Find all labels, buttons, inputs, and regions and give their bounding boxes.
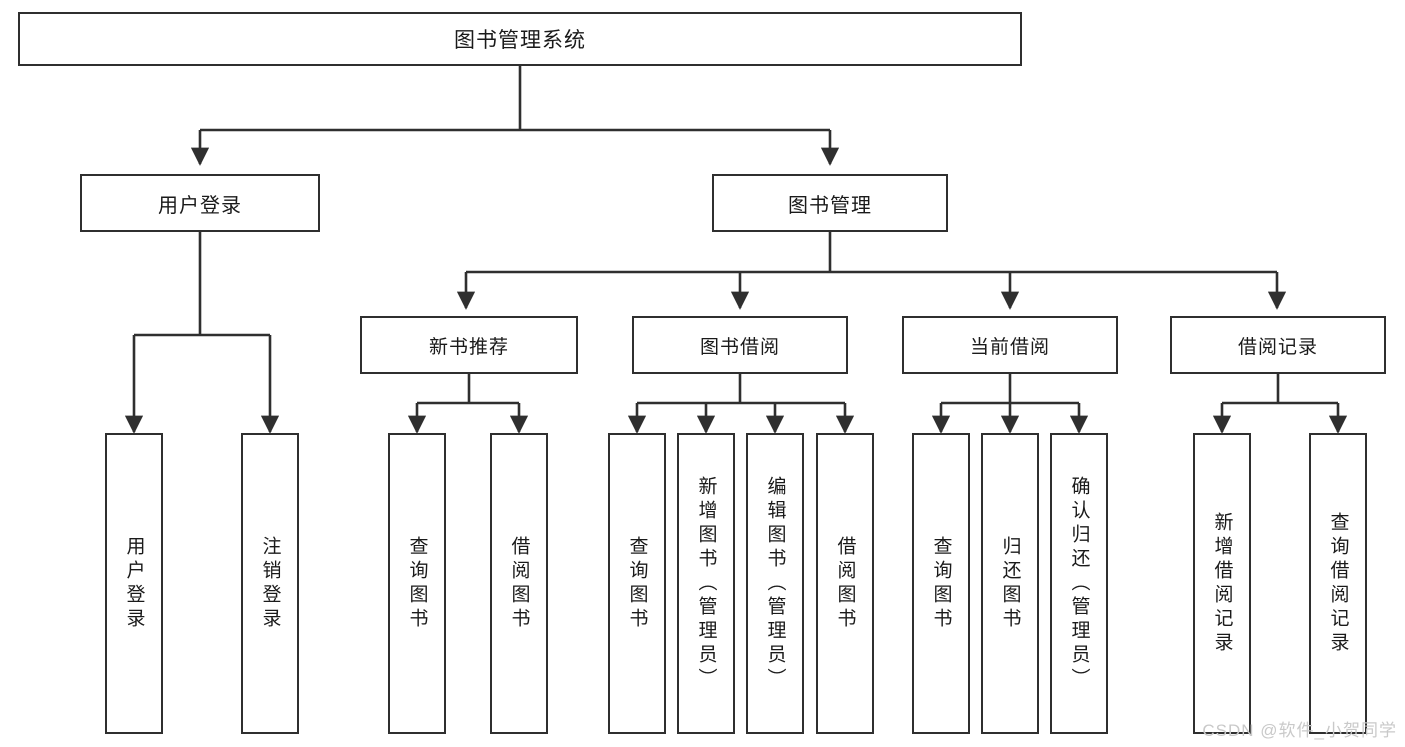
leaf-current-query-book[interactable]: 查询图书 [912,433,970,734]
csdn-watermark: CSDN @软件_小贺同学 [1202,721,1397,740]
node-book-borrow[interactable]: 图书借阅 [632,316,848,374]
node-root-system[interactable]: 图书管理系统 [18,12,1022,66]
node-user-login[interactable]: 用户登录 [80,174,320,232]
node-label: 归还图书 [999,535,1021,632]
leaf-current-confirm-return-admin[interactable]: 确认归还（管理员） [1050,433,1108,734]
node-label: 查询图书 [626,535,648,632]
node-label: 新书推荐 [428,336,509,358]
node-label: 借阅图书 [834,535,856,632]
node-label: 编辑图书（管理员） [764,475,786,692]
node-label: 注销登录 [259,535,281,632]
leaf-borrow-borrow-book[interactable]: 借阅图书 [816,433,874,734]
node-label: 借阅记录 [1237,336,1318,358]
node-label: 查询图书 [406,535,428,632]
node-label: 确认归还（管理员） [1068,475,1090,692]
node-label: 图书借阅 [699,336,780,358]
leaf-current-return-book[interactable]: 归还图书 [981,433,1039,734]
leaf-borrow-query-book[interactable]: 查询图书 [608,433,666,734]
leaf-borrow-add-book-admin[interactable]: 新增图书（管理员） [677,433,735,734]
leaf-borrow-edit-book-admin[interactable]: 编辑图书（管理员） [746,433,804,734]
node-label: 新增图书（管理员） [695,475,717,692]
node-label: 图书管理 [788,194,872,217]
node-label: 用户登录 [123,535,145,632]
node-label: 用户登录 [158,194,242,217]
node-label: 图书管理系统 [454,29,586,52]
node-label: 当前借阅 [969,336,1050,358]
leaf-recommend-borrow-book[interactable]: 借阅图书 [490,433,548,734]
leaf-record-query-record[interactable]: 查询借阅记录 [1309,433,1367,734]
leaf-user-login-login[interactable]: 用户登录 [105,433,163,734]
node-new-book-recommend[interactable]: 新书推荐 [360,316,578,374]
node-label: 查询图书 [930,535,952,632]
node-book-management[interactable]: 图书管理 [712,174,948,232]
node-label: 借阅图书 [508,535,530,632]
node-current-borrow[interactable]: 当前借阅 [902,316,1118,374]
node-label: 新增借阅记录 [1211,511,1233,656]
node-label: 查询借阅记录 [1327,511,1349,656]
node-borrow-record[interactable]: 借阅记录 [1170,316,1386,374]
leaf-user-login-logout[interactable]: 注销登录 [241,433,299,734]
leaf-recommend-query-book[interactable]: 查询图书 [388,433,446,734]
leaf-record-add-record[interactable]: 新增借阅记录 [1193,433,1251,734]
